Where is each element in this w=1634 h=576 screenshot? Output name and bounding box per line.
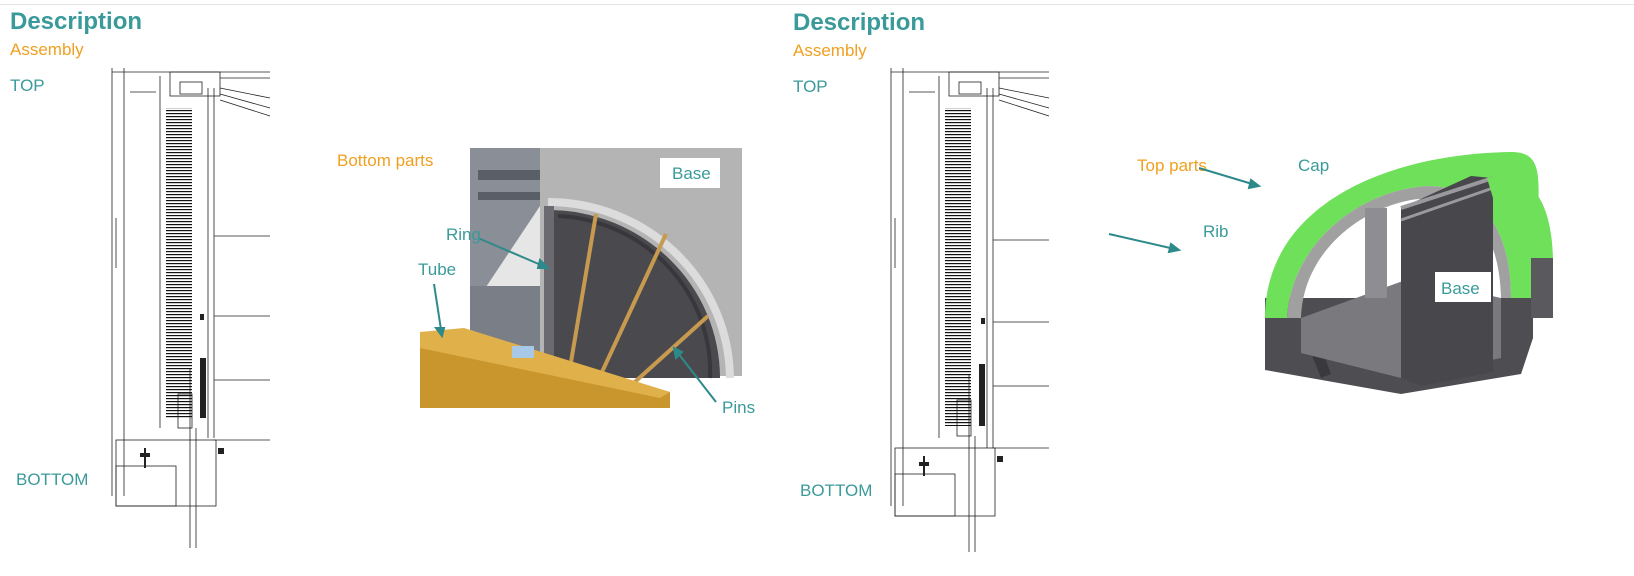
right-slide-subtitle: Assembly — [793, 41, 867, 60]
bottom-parts-label: Bottom parts — [337, 151, 434, 170]
left-slide-panel: Description Assembly TOP BOTTOM — [10, 8, 756, 548]
right-slide-title: Description — [793, 9, 926, 36]
top-parts-illustration — [1108, 152, 1553, 394]
left-bottom-label: BOTTOM — [16, 470, 89, 489]
right-assembly-drawing — [890, 68, 1050, 552]
callout-base-bottom: Base — [672, 164, 711, 183]
callout-cap: Cap — [1298, 156, 1330, 175]
top-divider — [0, 4, 1634, 5]
right-top-label: TOP — [793, 77, 828, 96]
right-bottom-label: BOTTOM — [800, 481, 873, 500]
callout-base-top: Base — [1441, 279, 1480, 298]
callout-ring: Ring — [446, 225, 481, 244]
left-slide-title: Description — [10, 8, 143, 35]
left-slide-subtitle: Assembly — [10, 40, 84, 59]
callout-tube: Tube — [418, 260, 457, 279]
bottom-parts-illustration — [420, 148, 742, 408]
left-top-label: TOP — [10, 76, 45, 95]
left-assembly-drawing — [111, 68, 271, 548]
top-parts-label: Top parts — [1137, 156, 1207, 175]
right-slide-panel: Description Assembly TOP BOTTOM — [793, 0, 1634, 576]
callout-rib: Rib — [1203, 222, 1229, 241]
callout-pins: Pins — [722, 398, 756, 417]
